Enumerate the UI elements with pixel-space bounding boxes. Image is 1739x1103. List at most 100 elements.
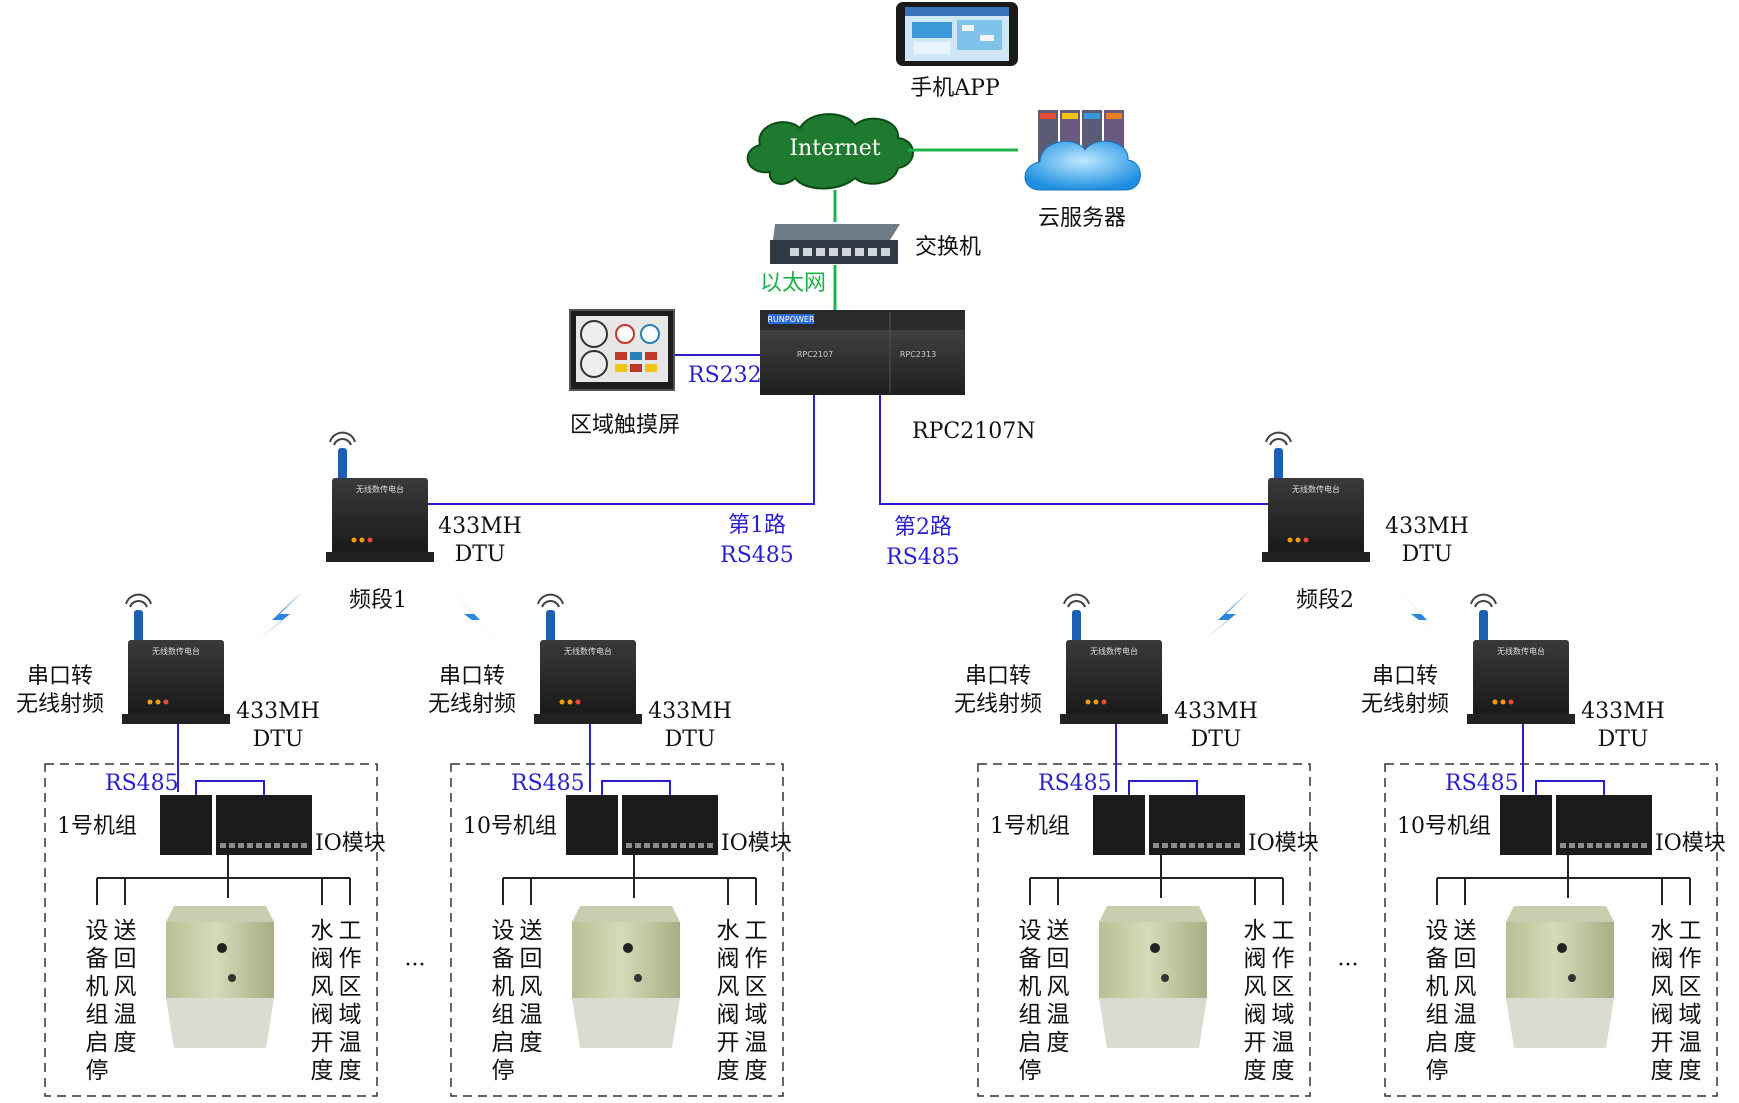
rs232-label: RS232 xyxy=(688,363,762,388)
route1-link xyxy=(428,395,815,505)
ahu-unit-icon xyxy=(1506,906,1614,1048)
route2-rs485-label: RS485 xyxy=(886,545,960,570)
terminal-icon xyxy=(1614,843,1620,848)
terminal-icon xyxy=(1189,843,1195,848)
unit-knob-icon xyxy=(1557,943,1567,953)
led-icon xyxy=(155,699,161,705)
branch-dtu-line1: 433MH xyxy=(648,699,732,724)
signal-label-run: 设 xyxy=(86,918,109,944)
antenna-icon xyxy=(1072,610,1081,644)
serial-label-line1: 串口转 xyxy=(439,664,505,689)
antenna-wave-icon xyxy=(1265,431,1292,443)
unit-group-box xyxy=(1384,763,1718,1097)
signal-label-zone-temp: 温 xyxy=(1272,1030,1295,1056)
io-bus-link xyxy=(1128,780,1198,795)
signal-label-supply-temp: 送 xyxy=(114,918,137,944)
signal-label-run: 组 xyxy=(1019,1002,1042,1028)
dtu-device-title: 无线数传电台 xyxy=(356,484,404,494)
wireless-signal-icon xyxy=(258,592,1445,640)
terminal-icon xyxy=(1207,843,1213,848)
io-module-icon xyxy=(160,780,312,855)
led-icon xyxy=(147,699,153,705)
plc-module-a-label: RPC2107 xyxy=(797,350,833,359)
led-icon xyxy=(559,699,565,705)
led-icon xyxy=(1287,537,1293,543)
led-icon xyxy=(367,537,373,543)
unit-label: 10号机组 xyxy=(1397,814,1491,839)
terminal-icon xyxy=(247,843,253,848)
antenna-wave-icon xyxy=(329,431,356,443)
signal-label-zone-temp: 区 xyxy=(1679,974,1702,1000)
io-bus-link xyxy=(1535,780,1605,795)
signal-label-valve: 开 xyxy=(717,1030,740,1056)
unit-knob-icon xyxy=(623,943,633,953)
unit-top xyxy=(1506,906,1614,922)
unit-lower xyxy=(1506,998,1614,1048)
io-module-left xyxy=(160,795,212,855)
branch-group: 串口转无线射频无线数传电台433MHDTURS48510号机组IO模块设备机组启… xyxy=(428,593,792,1097)
signal-label-valve: 度 xyxy=(1244,1058,1267,1084)
ahu-unit-icon xyxy=(166,906,274,1048)
signal-label-supply-temp: 度 xyxy=(1454,1030,1477,1056)
signal-label-supply-temp: 温 xyxy=(1454,1002,1477,1028)
led-icon xyxy=(1492,699,1498,705)
terminal-icon xyxy=(265,843,271,848)
dtu-device-title: 无线数传电台 xyxy=(564,646,612,656)
terminal-icon xyxy=(689,843,695,848)
dtu-device-title: 无线数传电台 xyxy=(1090,646,1138,656)
signal-label-run: 启 xyxy=(1019,1030,1042,1056)
unit-lower xyxy=(166,998,274,1048)
unit-label: 1号机组 xyxy=(990,814,1070,839)
terminal-icon xyxy=(301,843,307,848)
signal-label-valve: 开 xyxy=(311,1030,334,1056)
signal-label-zone-temp: 度 xyxy=(339,1058,362,1084)
phone-app-icon xyxy=(896,2,1018,66)
antenna-wave-icon xyxy=(1067,600,1086,608)
signal-label-run: 设 xyxy=(1019,918,1042,944)
signal-label-run: 机 xyxy=(86,974,109,1000)
touch-screen-label: 区域触摸屏 xyxy=(570,413,680,438)
dtu-device-icon: 无线数传电台 xyxy=(534,593,642,724)
terminal-icon xyxy=(1162,843,1168,848)
main-dtu-right-line2: DTU xyxy=(1402,542,1453,567)
terminal-icon xyxy=(653,843,659,848)
signal-label-zone-temp: 域 xyxy=(1272,1002,1295,1028)
led-icon xyxy=(1295,537,1301,543)
signal-label-valve: 水 xyxy=(1244,918,1267,944)
led-icon xyxy=(575,699,581,705)
signal-label-run: 机 xyxy=(1019,974,1042,1000)
signal-label-supply-temp: 温 xyxy=(114,1002,137,1028)
led-icon xyxy=(1500,699,1506,705)
internet-label: Internet xyxy=(789,136,880,161)
io-module-left xyxy=(1093,795,1145,855)
dtu-device-title: 无线数传电台 xyxy=(1497,646,1545,656)
terminal-icon xyxy=(707,843,713,848)
io-module-label: IO模块 xyxy=(1655,831,1726,856)
serial-label-line2: 无线射频 xyxy=(16,692,104,717)
signal-label-run: 备 xyxy=(1426,946,1449,972)
signal-label-valve: 阀 xyxy=(1244,946,1267,972)
unit-group-box xyxy=(44,763,378,1097)
dtu-base xyxy=(326,552,434,562)
unit-label: 10号机组 xyxy=(463,814,557,839)
unit-knob-icon xyxy=(634,974,642,982)
signal-label-zone-temp: 区 xyxy=(339,974,362,1000)
branch-group: 串口转无线射频无线数传电台433MHDTURS48510号机组IO模块设备机组启… xyxy=(1361,593,1726,1097)
main-dtu-right-line1: 433MH xyxy=(1385,514,1469,539)
signal-label-valve: 阀 xyxy=(311,1002,334,1028)
signal-label-zone-temp: 度 xyxy=(1679,1058,1702,1084)
network-switch-icon xyxy=(770,224,900,264)
antenna-wave-icon xyxy=(333,438,352,446)
signal-label-zone-temp: 域 xyxy=(1679,1002,1702,1028)
signal-label-run: 停 xyxy=(1426,1058,1449,1084)
signal-label-valve: 度 xyxy=(1651,1058,1674,1084)
terminal-icon xyxy=(256,843,262,848)
led-icon xyxy=(1085,699,1091,705)
terminal-icon xyxy=(229,843,235,848)
antenna-wave-icon xyxy=(1063,593,1090,605)
unit-upper xyxy=(1099,922,1207,998)
terminal-icon xyxy=(1587,843,1593,848)
signal-label-valve: 阀 xyxy=(717,1002,740,1028)
io-bus-link xyxy=(601,780,671,795)
terminal-icon xyxy=(1569,843,1575,848)
